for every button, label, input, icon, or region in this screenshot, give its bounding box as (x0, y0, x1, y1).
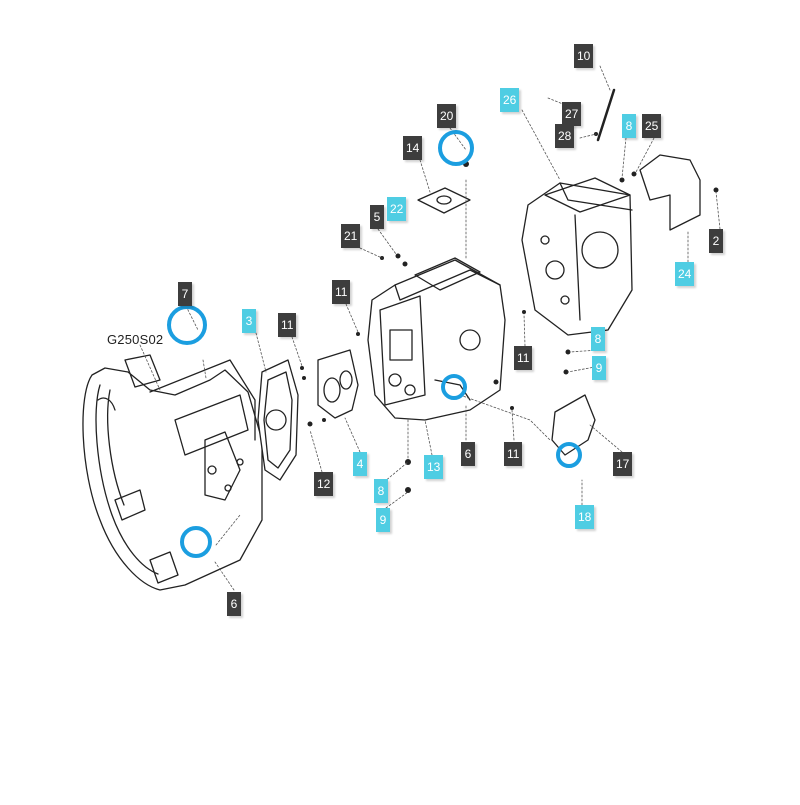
part-callout-13[interactable]: 13 (424, 455, 444, 479)
part-callout-25[interactable]: 25 (642, 114, 662, 138)
gasket-part-3-drawing (257, 359, 299, 481)
highlight-ring-part-6 (180, 526, 212, 558)
clutch-housing-drawing (82, 354, 263, 591)
figure-code-label: G250S02 (107, 332, 164, 347)
part-callout-14[interactable]: 14 (403, 136, 423, 160)
part-callout-2[interactable]: 2 (709, 229, 723, 253)
part-callout-17[interactable]: 17 (613, 452, 633, 476)
part-callout-12[interactable]: 12 (314, 472, 334, 496)
highlight-ring-part-20 (438, 130, 474, 166)
part-callout-18[interactable]: 18 (575, 505, 595, 529)
part-callout-6[interactable]: 6 (461, 442, 475, 466)
part-callout-10[interactable]: 10 (574, 44, 594, 68)
part-callout-8[interactable]: 8 (622, 114, 636, 138)
part-callout-4[interactable]: 4 (353, 452, 367, 476)
transmission-case-part-13-drawing (367, 257, 506, 421)
part-callout-20[interactable]: 20 (437, 104, 457, 128)
part-callout-8[interactable]: 8 (374, 479, 388, 503)
fasteners (300, 132, 719, 493)
part-callout-3[interactable]: 3 (242, 309, 256, 333)
cover-part-24-drawing (639, 154, 701, 231)
part-callout-28[interactable]: 28 (555, 124, 575, 148)
part-callout-24[interactable]: 24 (675, 262, 695, 286)
highlight-ring-part-6 (441, 374, 467, 400)
plate-part-14-drawing (417, 187, 471, 214)
highlight-ring-part-18 (556, 442, 582, 468)
part-callout-9[interactable]: 9 (376, 508, 390, 532)
part-callout-11[interactable]: 11 (332, 280, 351, 304)
part-callout-26[interactable]: 26 (500, 88, 520, 112)
part-callout-6[interactable]: 6 (227, 592, 241, 616)
part-callout-5[interactable]: 5 (370, 205, 384, 229)
part-callout-11[interactable]: 11 (278, 313, 297, 337)
part-callout-21[interactable]: 21 (341, 224, 361, 248)
highlight-ring-part-7 (167, 305, 207, 345)
part-callout-22[interactable]: 22 (387, 197, 407, 221)
rear-housing-drawing (521, 177, 633, 336)
part-callout-7[interactable]: 7 (178, 282, 192, 306)
cover-part-4-drawing (317, 349, 359, 419)
rod-part-10-drawing (596, 88, 616, 142)
plate-part-17-drawing (551, 394, 596, 456)
part-callout-9[interactable]: 9 (592, 356, 606, 380)
part-callout-11[interactable]: 11 (504, 442, 523, 466)
part-callout-11[interactable]: 11 (514, 346, 533, 370)
part-callout-27[interactable]: 27 (562, 102, 582, 126)
part-callout-8[interactable]: 8 (591, 327, 605, 351)
